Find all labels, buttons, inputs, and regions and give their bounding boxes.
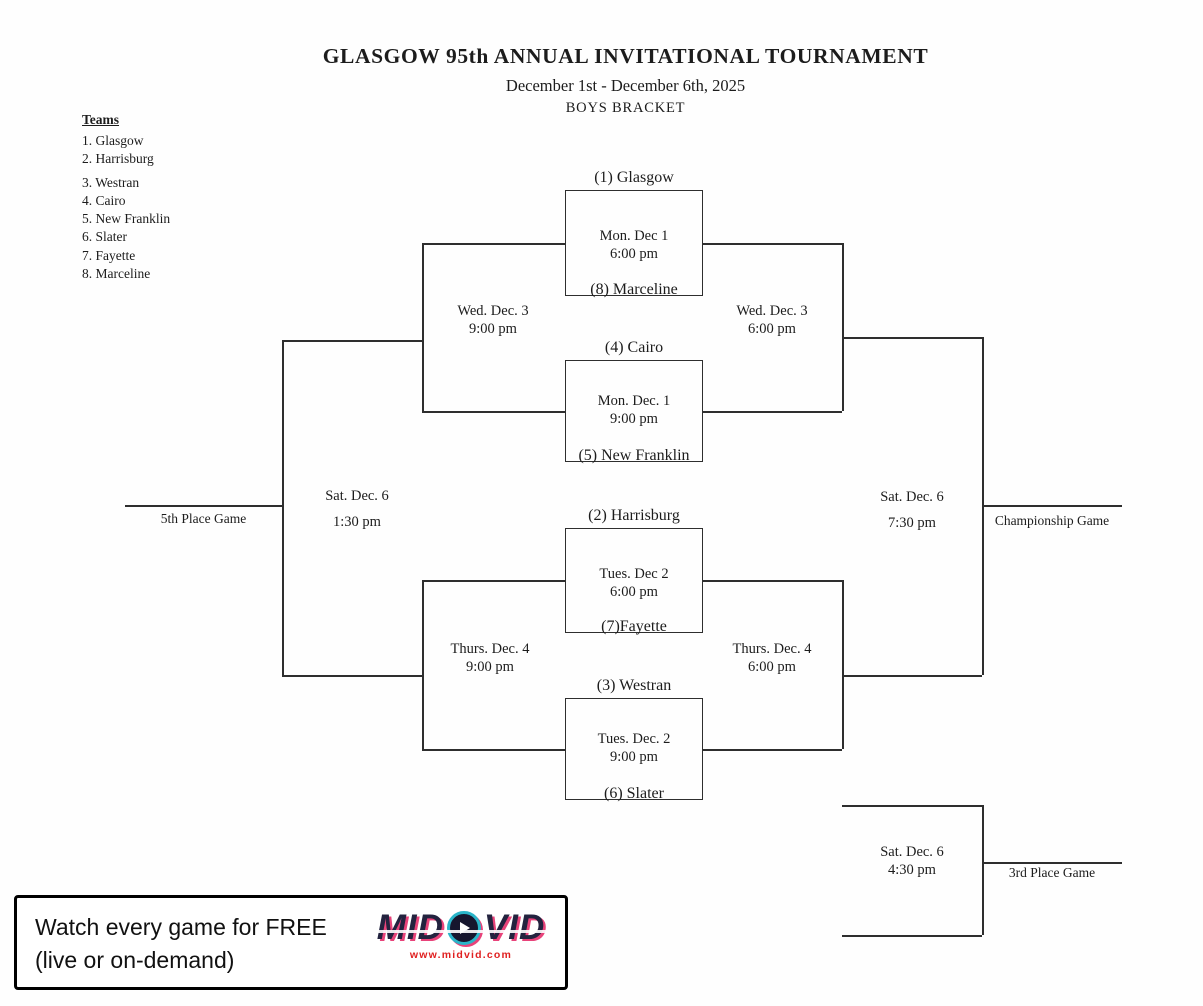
bracket-line xyxy=(703,411,842,413)
bracket-line xyxy=(125,505,282,507)
game-date: Tues. Dec. 2 xyxy=(597,731,671,747)
team-list-item: 3. Westran xyxy=(82,174,140,190)
bracket-line xyxy=(982,505,1122,507)
bracket-line xyxy=(842,243,844,411)
third-place-game-label: 3rd Place Game xyxy=(1008,865,1096,880)
bracket-line xyxy=(703,749,842,751)
game-time: 9:00 pm xyxy=(466,659,514,675)
bracket-line xyxy=(422,411,565,413)
bracket-line xyxy=(422,580,565,582)
game-date: Mon. Dec 1 xyxy=(599,228,669,244)
game-time: 4:30 pm xyxy=(888,862,936,878)
promo-banner: Watch every game for FREE (live or on-de… xyxy=(14,895,568,990)
tournament-title: GLASGOW 95th ANNUAL INVITATIONAL TOURNAM… xyxy=(322,44,929,68)
bracket-line xyxy=(842,805,982,807)
logo-slash-decoration xyxy=(376,930,546,933)
round1-game3-box xyxy=(565,528,703,633)
team-list-item: 6. Slater xyxy=(82,229,127,245)
fifth-place-schedule: Sat. Dec. 6 1:30 pm xyxy=(287,483,427,535)
play-button-icon xyxy=(446,911,481,945)
teams-panel: Teams 1. Glasgow 2. Harrisburg 3. Westra… xyxy=(82,112,170,284)
bracket-line xyxy=(842,580,844,749)
consolation-semi1-schedule: Wed. Dec. 3 9:00 pm xyxy=(423,302,563,338)
round1-game1-schedule: Mon. Dec 1 6:00 pm xyxy=(565,227,703,263)
promo-text-line1: Watch every game for FREE xyxy=(35,914,327,940)
team-list-item: 7. Fayette xyxy=(82,247,136,263)
round1-game2-schedule: Mon. Dec. 1 9:00 pm xyxy=(565,392,703,428)
team-list-item: 8. Marceline xyxy=(82,266,151,282)
round1-game2-bottom-team: (5) New Franklin xyxy=(578,447,690,464)
team-list-item: 1. Glasgow xyxy=(82,133,144,148)
round1-game2-top-team: (4) Cairo xyxy=(604,339,664,356)
winners-semi2-schedule: Thurs. Dec. 4 6:00 pm xyxy=(702,640,842,676)
bracket-line xyxy=(282,675,422,677)
round1-game2-box xyxy=(565,360,703,462)
game-time: 9:00 pm xyxy=(610,749,658,765)
teams-list: 1. Glasgow 2. Harrisburg 3. Westran 4. C… xyxy=(82,133,170,284)
game-date: Sat. Dec. 6 xyxy=(880,844,944,860)
round1-game1-box xyxy=(565,190,703,296)
bracket-line xyxy=(842,337,982,339)
round1-game4-box xyxy=(565,698,703,800)
game-date: Thurs. Dec. 4 xyxy=(732,641,812,657)
logo-text-left: MID xyxy=(376,908,444,947)
championship-game-label: Championship Game xyxy=(994,513,1110,528)
page-header: GLASGOW 95th ANNUAL INVITATIONAL TOURNAM… xyxy=(48,44,1203,117)
midvid-url: www.midvid.com xyxy=(409,949,513,961)
bracket-line xyxy=(282,340,284,675)
game-time: 6:00 pm xyxy=(748,659,796,675)
bracket-line xyxy=(422,243,424,411)
team-list-item: 4. Cairo xyxy=(82,192,126,208)
promo-text-line2: (live or on-demand) xyxy=(35,947,235,973)
round1-game3-top-team: (2) Harrisburg xyxy=(588,507,680,524)
game-time: 6:00 pm xyxy=(610,584,658,600)
game-time: 6:00 pm xyxy=(748,321,796,337)
bracket-line xyxy=(282,340,422,342)
consolation-semi2-schedule: Thurs. Dec. 4 9:00 pm xyxy=(420,640,560,676)
game-date: Wed. Dec. 3 xyxy=(736,303,808,319)
bracket-line xyxy=(422,243,565,245)
logo-text-right: VID xyxy=(483,908,546,947)
game-date: Sat. Dec. 6 xyxy=(325,488,389,504)
game-time: 9:00 pm xyxy=(469,321,517,337)
play-triangle-icon xyxy=(459,922,470,934)
round1-game1-bottom-team: (8) Marceline xyxy=(590,281,678,298)
team-list-item: 2. Harrisburg xyxy=(82,151,154,167)
third-place-schedule: Sat. Dec. 6 4:30 pm xyxy=(842,843,982,879)
bracket-line xyxy=(982,862,1122,864)
game-time: 6:00 pm xyxy=(610,246,658,262)
bracket-name: BOYS BRACKET xyxy=(565,100,686,116)
team-list-item: 5. New Franklin xyxy=(82,211,171,227)
fifth-place-game-label: 5th Place Game xyxy=(160,511,247,526)
bracket-line xyxy=(703,243,842,245)
bracket-line xyxy=(842,675,982,677)
bracket-line xyxy=(422,749,565,751)
bracket-line xyxy=(703,580,842,582)
bracket-line xyxy=(422,580,424,749)
round1-game3-bottom-team: (7)Fayette xyxy=(601,618,667,635)
midvid-logo: MID VID www.midvid.com xyxy=(361,908,561,961)
game-time: 9:00 pm xyxy=(610,411,658,427)
game-time: 1:30 pm xyxy=(333,514,381,530)
championship-schedule: Sat. Dec. 6 7:30 pm xyxy=(842,484,982,536)
round1-game4-schedule: Tues. Dec. 2 9:00 pm xyxy=(565,730,703,766)
bracket-line xyxy=(842,935,982,937)
game-date: Tues. Dec 2 xyxy=(599,566,669,582)
bracket-line xyxy=(982,805,984,935)
teams-heading: Teams xyxy=(82,112,120,127)
tournament-dates: December 1st - December 6th, 2025 xyxy=(505,76,746,95)
round1-game4-top-team: (3) Westran xyxy=(596,677,672,694)
game-date: Sat. Dec. 6 xyxy=(880,489,944,505)
game-date: Thurs. Dec. 4 xyxy=(450,641,530,657)
game-date: Wed. Dec. 3 xyxy=(457,303,529,319)
winners-semi1-schedule: Wed. Dec. 3 6:00 pm xyxy=(702,302,842,338)
round1-game4-bottom-team: (6) Slater xyxy=(604,785,664,802)
game-time: 7:30 pm xyxy=(888,515,936,531)
midvid-logo-row: MID VID xyxy=(376,908,546,948)
round1-game1-top-team: (1) Glasgow xyxy=(594,169,674,186)
round1-game3-schedule: Tues. Dec 2 6:00 pm xyxy=(565,565,703,601)
game-date: Mon. Dec. 1 xyxy=(597,393,671,409)
